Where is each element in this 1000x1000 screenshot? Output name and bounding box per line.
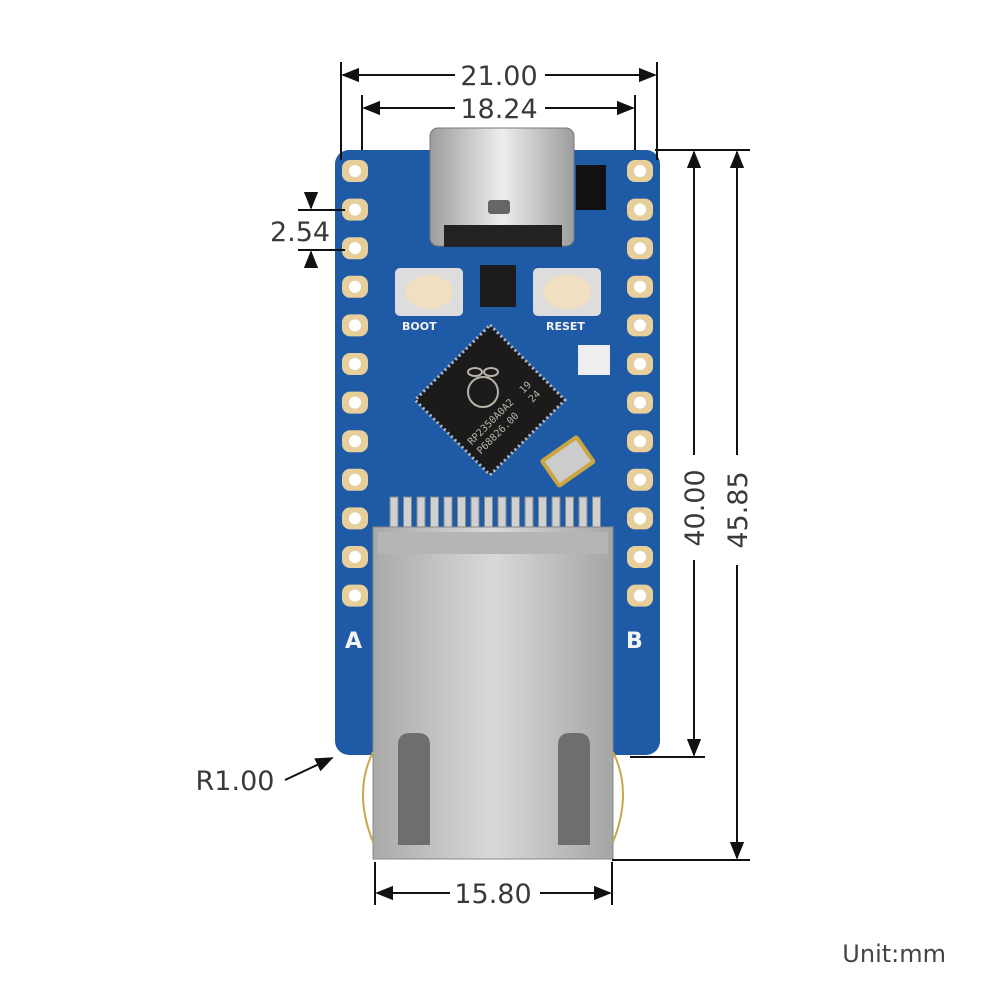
rj45-pin [416,496,426,530]
pin-hole [349,280,361,293]
overall-width-value: 21.00 [460,61,537,92]
pin-hole [349,473,361,486]
pin-hole [634,396,646,409]
rj45-pin [524,496,534,530]
dimension-overall-length: 45.85 [612,149,754,861]
diode [576,165,606,210]
side-b-label: B [626,629,643,654]
pin-header-right [627,160,653,607]
rj45-pin [470,496,480,530]
rj45-pin [578,496,588,530]
pin-hole [634,242,646,255]
reset-button [533,268,601,316]
rj45-connector [362,496,624,860]
rp2350-chip [412,322,568,478]
pin-hole [634,319,646,332]
pin-hole [634,280,646,293]
pin-hole [349,512,361,525]
pin-header-left [342,160,368,607]
pin-hole [349,551,361,563]
pin-hole [349,435,361,448]
boot-button [395,268,463,316]
pin-hole [634,512,646,525]
pin-hole [634,165,646,177]
rj45-pin [457,496,466,530]
board-length-value: 40.00 [680,469,711,546]
rj45-pin [497,496,507,530]
side-a-label: A [345,629,362,654]
rj45-pin [511,496,520,530]
pin-hole [634,473,646,486]
pin-hole [634,203,646,216]
rj45-pin [565,496,574,530]
rj45-pin [551,496,561,530]
rj45-pin [430,496,439,530]
pin-hole [349,165,361,177]
rj45-pin [538,496,547,530]
rj45-pin [484,496,493,530]
dimension-overall-width: 21.00 [340,61,658,160]
rj45-pin [403,496,412,530]
boot-label: BOOT [402,320,437,333]
rj45-pin [443,496,453,530]
pin-hole [349,396,361,409]
pin-hole [349,319,361,332]
dimension-board-length: 40.00 [630,149,711,758]
pin-pitch-value: 2.54 [270,217,330,248]
pin-row-spacing-value: 18.24 [460,94,537,125]
dimension-pin-row-spacing: 18.24 [361,94,636,150]
pin-hole [634,589,646,602]
regulator-chip [480,265,516,307]
rj45-pin [389,496,399,530]
reset-label: RESET [546,320,585,333]
pin-hole [349,242,361,255]
rj45-pin [592,496,601,530]
pin-hole [634,551,646,563]
dimension-pin-pitch: 2.54 [270,191,345,269]
dimension-corner-radius: R1.00 [196,757,334,797]
pin-hole [634,435,646,448]
pin-hole [634,358,646,370]
pin-hole [349,358,361,370]
dimension-rj45-width: 15.80 [374,862,613,910]
rgb-led [578,345,610,375]
usb-c-connector [429,127,575,247]
corner-radius-value: R1.00 [196,766,275,797]
raspberry-logo [467,367,499,408]
rj45-width-value: 15.80 [454,879,531,910]
overall-length-value: 45.85 [723,471,754,548]
pin-hole [349,589,361,602]
pin-hole [349,203,361,216]
unit-label: Unit:mm [842,940,946,968]
crystal-oscillator [540,435,596,488]
